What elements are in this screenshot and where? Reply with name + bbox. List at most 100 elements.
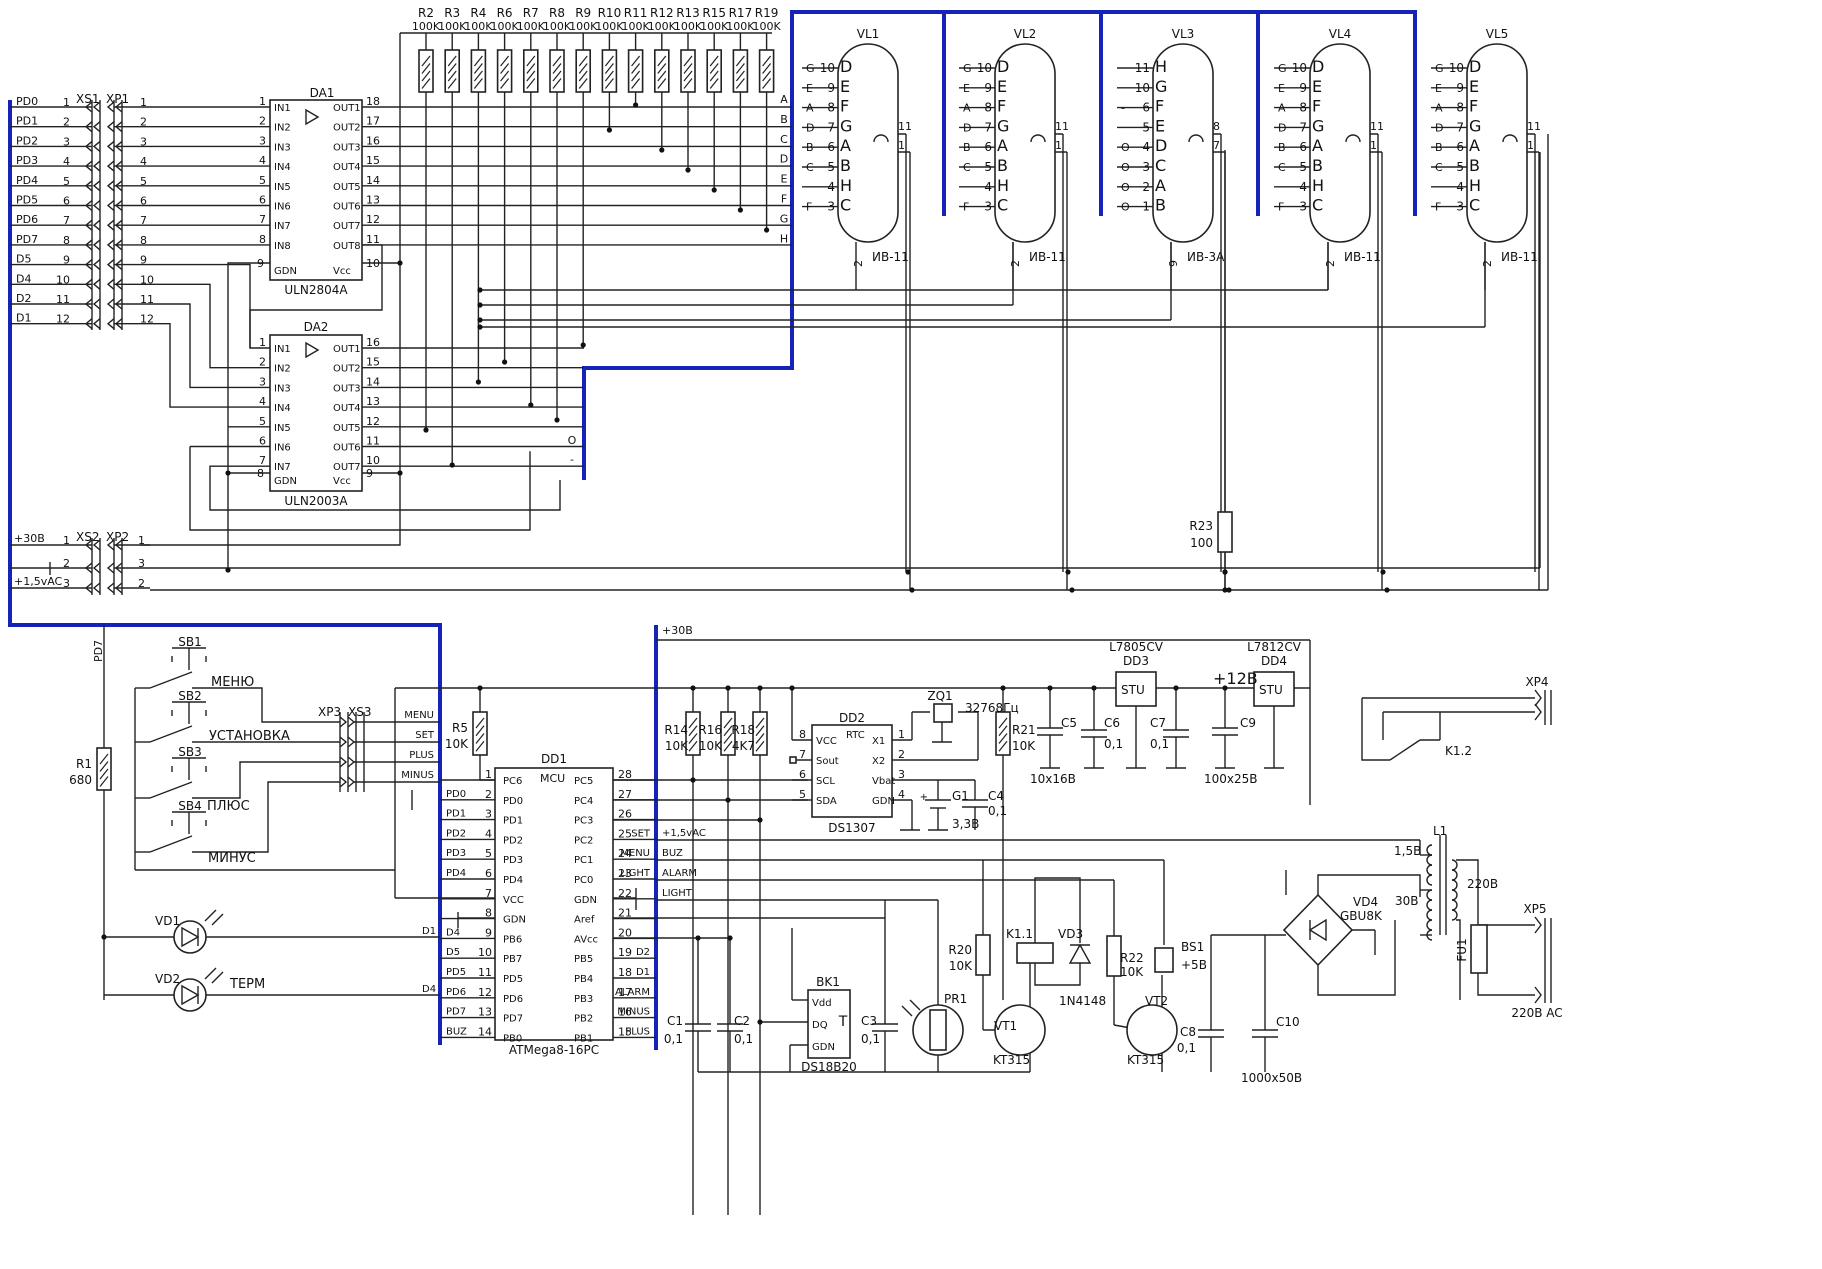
vd4-bridge	[1282, 893, 1354, 967]
bus-top	[582, 10, 1417, 480]
xp3-signal: MINUS	[401, 770, 434, 781]
vt1-transistor	[994, 1004, 1046, 1056]
tube-pin-num: 9	[1299, 81, 1307, 95]
da1-out-pin: OUT4	[333, 162, 361, 173]
da1-out-num: 14	[366, 174, 380, 187]
tube-pin-seg: C	[840, 196, 851, 215]
vfd-tube	[994, 43, 1056, 243]
tube-cathode-num: 1	[898, 139, 905, 152]
resistor-ref: R11	[624, 6, 648, 20]
segment-label: F	[781, 193, 787, 206]
dd1-left-num: 7	[485, 887, 492, 900]
vfd-tube	[1466, 43, 1528, 243]
resistor-hatch	[421, 63, 431, 74]
button-sb1-ref: SB1	[178, 635, 201, 649]
l1-secondary-winding	[1426, 899, 1433, 911]
dd1-right-net: LIGHT	[620, 868, 651, 879]
resistor-value: 100K	[490, 20, 519, 33]
da2-vcc-num: 9	[366, 467, 373, 480]
tube-pin-seg: F	[1155, 97, 1164, 116]
xp3-signal: PLUS	[409, 750, 434, 761]
resistor-value: 100K	[569, 20, 598, 33]
da2-out-pin: OUT5	[333, 423, 361, 434]
tube-pin-seg: D	[1155, 136, 1167, 155]
da1-in-pin: IN1	[274, 103, 291, 114]
segment-label: H	[780, 232, 788, 245]
resistor-hatch	[631, 55, 641, 67]
xs1-pin: 11	[56, 293, 70, 306]
tube-cathode-num: 7	[1213, 139, 1220, 152]
tube-pin-num: 4	[984, 180, 992, 194]
l1-mains-winding	[1451, 899, 1458, 911]
dd3-part: L7805CV	[1109, 640, 1164, 654]
tube-pin-seg: H	[1312, 176, 1324, 195]
da2-out-label: O	[568, 434, 577, 447]
resistor-hatch	[604, 55, 614, 67]
da2-in-num: 1	[259, 336, 266, 349]
fu1-fuse	[1470, 924, 1488, 974]
tube-segment-net: F	[1435, 201, 1441, 214]
wire	[210, 687, 340, 723]
r1-resistor	[96, 747, 112, 791]
da2-in-pin: IN1	[274, 344, 291, 355]
tube-pin-num: 8	[1299, 101, 1307, 115]
dd1-right-pin: PC4	[574, 796, 593, 807]
dd1-chip	[494, 767, 614, 1041]
vd3-part: 1N4148	[1059, 994, 1106, 1008]
tube-pin-num: 3	[827, 200, 835, 214]
resistor-hatch	[723, 733, 733, 744]
dd1-left-pin: GDN	[503, 915, 526, 926]
xs2-pin: 1	[63, 534, 70, 547]
wire	[150, 263, 270, 349]
xs1-pin: 1	[63, 96, 70, 109]
fu1-ref: FU1	[1455, 938, 1469, 961]
xp1-pin: 4	[140, 155, 147, 168]
c9-ref: C9	[1240, 716, 1256, 730]
xp1-pin: 6	[140, 195, 147, 208]
button-label-1: УСТАНОВКА	[209, 729, 290, 744]
connector-contact	[106, 562, 123, 574]
resistor-hatch	[421, 55, 431, 67]
junction-dot	[789, 685, 795, 691]
junction-dot	[1380, 569, 1386, 575]
tube-pin-num: 9	[1456, 81, 1464, 95]
da2-gnd-pin: GDN	[274, 476, 297, 487]
connector-contact	[106, 318, 123, 330]
dd1-left-num: 9	[485, 926, 492, 939]
signal-d5: D5	[16, 253, 31, 266]
dd1-right-net: SET	[631, 828, 651, 839]
dd1-left-pin: PB7	[503, 954, 522, 965]
wire	[210, 781, 340, 853]
l1-secondary-winding	[1426, 919, 1433, 931]
junction-dot	[580, 342, 586, 348]
connector-contact	[106, 298, 123, 310]
tube-segment-net: -	[1121, 102, 1125, 115]
dd1-right-num: 24	[618, 847, 632, 860]
dd1-right-pin: PC3	[574, 816, 593, 827]
g1-ref: G1	[952, 789, 969, 803]
tube-type: ИВ-11	[872, 250, 909, 264]
connector-contact	[106, 582, 123, 594]
xp3-signal: SET	[415, 730, 435, 741]
bus-left	[8, 100, 442, 1045]
tube-pin-num: 6	[1142, 101, 1150, 115]
l1-ref: L1	[1433, 824, 1447, 838]
signal-d1: D1	[16, 312, 31, 325]
da1-out-num: 12	[366, 213, 380, 226]
led-rays	[204, 967, 224, 984]
tube-segment-net: B	[1435, 141, 1443, 154]
mains-label: 220В AC	[1511, 1006, 1562, 1020]
da2-vcc-pin: Vcc	[333, 476, 351, 487]
dd2-part: DS1307	[828, 821, 875, 835]
c8-value: 0,1	[1177, 1041, 1196, 1055]
da1-ref: DA1	[310, 86, 335, 100]
dd4-ref: DD4	[1261, 654, 1287, 668]
signal-d4: D4	[16, 272, 31, 285]
xp2-pin: 2	[138, 577, 145, 590]
dd2-right-pin: X2	[872, 756, 885, 767]
resistor-hatch	[683, 70, 693, 82]
dd2-left-pin: SDA	[816, 796, 837, 807]
resistor-ref: R12	[650, 6, 674, 20]
dd4-part: L7812CV	[1247, 640, 1302, 654]
tube-segment-net: E	[806, 82, 813, 95]
